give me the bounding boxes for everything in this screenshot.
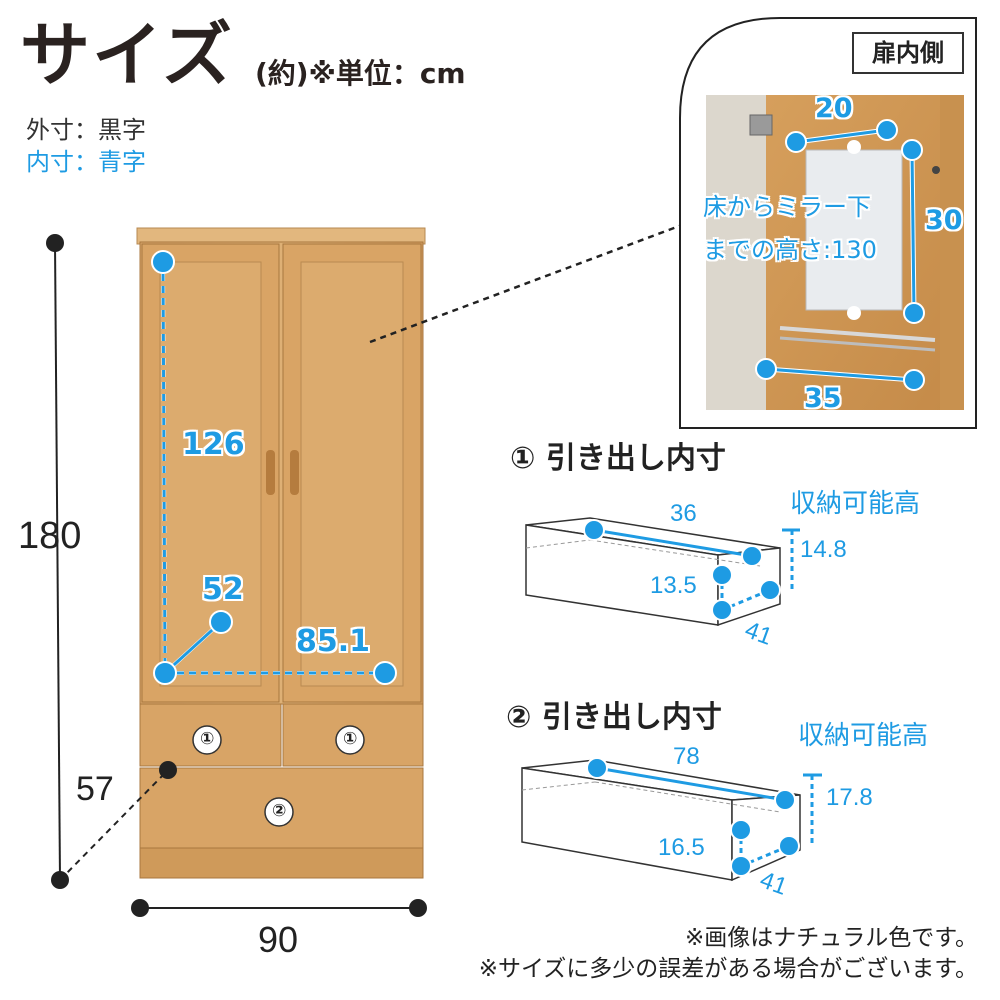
drawer1-storage-height: 14.8 (800, 536, 847, 563)
mirror-floor-line1: 床からミラー下 (703, 193, 871, 221)
outer-lower-height-label: 57 (76, 770, 114, 808)
drawer2-storage-label: 収納可能高 (798, 720, 929, 750)
inner-width-label: 85.1 (296, 624, 371, 659)
towel-bar-width-label: 35 (804, 383, 842, 414)
outer-height-label: 180 (18, 515, 82, 557)
badge-drawer1-right: ① (343, 729, 358, 749)
drawer2-width-label: 78 (673, 743, 700, 770)
inner-depth-label: 52 (202, 572, 244, 607)
inner-hanging-height-label: 126 (182, 427, 245, 462)
page-title: サイズ (20, 14, 234, 96)
drawer-badges (192, 725, 365, 827)
drawer1-storage-label: 収納可能高 (790, 488, 921, 518)
legend-inner: 内寸：青字 (26, 148, 146, 176)
drawer1-title-badge: ① (510, 441, 536, 476)
door-inset-panel (679, 17, 977, 429)
note-tolerance: ※サイズに多少の誤差がある場合がございます。 (478, 956, 978, 982)
outer-width-label: 90 (258, 919, 299, 960)
drawer2-title: ② 引き出し内寸 (506, 703, 722, 733)
mirror-height-label: 30 (925, 205, 963, 236)
drawer1-height-label: 13.5 (650, 572, 697, 599)
outer-dimension-lines (46, 234, 427, 917)
badge-drawer2: ② (272, 801, 287, 821)
badge-drawer1-left: ① (200, 729, 215, 749)
legend-outer: 外寸：黒字 (26, 116, 146, 144)
drawer1-title-text: 引き出し内寸 (545, 441, 726, 476)
door-inside-label: 扉内側 (852, 32, 964, 74)
inset-leader-line (369, 223, 683, 344)
inner-dimension-lines (151, 250, 397, 685)
wardrobe-illustration (136, 227, 426, 879)
drawer1-width-label: 36 (670, 500, 697, 527)
drawer2-height-label: 16.5 (658, 834, 705, 861)
drawer1-title: ① 引き出し内寸 (510, 444, 726, 474)
drawer1-diagram (525, 517, 800, 627)
drawer2-title-text: 引き出し内寸 (541, 700, 722, 735)
drawer2-storage-height: 17.8 (826, 784, 873, 811)
drawer2-title-badge: ② (506, 700, 532, 735)
mirror-width-label: 20 (815, 93, 853, 124)
note-color: ※画像はナチュラル色です。 (685, 925, 978, 951)
unit-note: (約)※単位：cm (255, 57, 466, 90)
drawer2-diagram (521, 757, 822, 882)
mirror-floor-line2: までの高さ:130 (703, 236, 877, 264)
